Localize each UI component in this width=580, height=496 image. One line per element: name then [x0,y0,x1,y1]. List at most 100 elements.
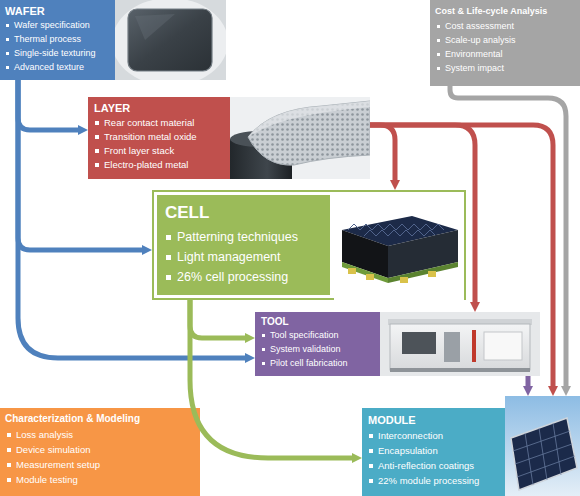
rear-contact [428,271,436,277]
color-panel: MODULEInterconnectionEncapsulationAnti-r… [362,408,505,496]
module-photo [505,396,580,496]
rear-contact [366,274,374,280]
bullet-row: Encapsulation [369,445,438,456]
machine-body [390,324,530,370]
machine-panel [444,332,460,362]
bullet-row: Environmental [437,49,503,60]
bullet-row: Light management [166,250,281,265]
bullet-marker [369,449,373,453]
bullet-text: Encapsulation [378,445,438,456]
color-panel: WAFER Wafer specificationThermal processS… [0,0,115,80]
bullet-marker [6,52,9,55]
wafer-tray [115,0,226,80]
tool-photo [380,312,540,376]
pyramid-texture [348,224,444,236]
cell-illustration [334,194,464,300]
rear-contact [400,277,408,283]
stage-title: LAYER [94,102,130,115]
flow-arrow [370,125,395,180]
bullet-row: Wafer specification [6,20,90,31]
bullet-marker [369,464,373,468]
bullet-row: System impact [437,63,504,74]
layer-stage: LAYER Rear contact materialTransition met… [88,97,370,179]
bullet-text: Patterning techniques [177,230,298,245]
wafer-shape [128,9,212,71]
bullet-text: System validation [270,344,341,355]
bullet-row: Loss analysis [7,429,73,440]
bullet-row: Cost assessment [437,21,514,32]
modeling-box: Characterization & ModelingLoss analysis… [0,408,200,496]
machine-base [390,368,530,372]
machine-window [402,332,436,354]
bullet-text: Pilot cell fabrication [270,358,348,369]
bullet-row: Tool specification [262,330,339,341]
stage-title: MODULE [368,414,416,427]
bullet-text: Light management [177,250,281,265]
stage-title: WAFER [5,5,45,18]
machine-door [484,332,522,360]
bullet-text: 26% cell processing [177,270,288,285]
bullet-row: Patterning techniques [166,230,298,245]
bullet-text: System impact [445,63,504,74]
bullet-marker [6,38,9,41]
bullet-row: Electro-plated metal [95,159,188,170]
foil-sheen [248,101,370,137]
bullet-row: Thermal process [6,34,81,45]
sky-background [505,396,580,496]
rear-layer [388,262,458,283]
layer-photo [230,97,370,179]
bullet-marker [166,255,171,260]
bullet-text: Single-side texturing [14,48,96,59]
bullet-row: Measurement setup [7,459,100,470]
bullet-row: 22% module processing [369,475,479,486]
bullet-row: Pilot cell fabrication [262,358,348,369]
bullet-text: Measurement setup [16,459,100,470]
bullet-marker [95,149,99,153]
bullet-marker [7,448,11,452]
bullet-marker [95,121,99,125]
bullet-row: Advanced texture [6,62,84,73]
photo-background [230,97,370,179]
color-panel: Cost & Life-cycle AnalysisCost assessmen… [430,0,580,86]
bullet-marker [95,163,99,167]
bullet-row: Front layer stack [95,145,174,156]
color-panel: TOOL Tool specificationSystem validationP… [255,312,380,376]
photo-background [380,312,540,376]
bullet-marker [369,479,373,483]
stage-title: TOOL [261,316,289,328]
rear-contact [348,268,356,274]
bullet-text: Front layer stack [104,145,174,156]
module-stage: MODULEInterconnectionEncapsulationAnti-r… [362,396,580,496]
solar-panel [511,418,577,490]
wafer-highlight [135,14,175,40]
bullet-row: System validation [262,344,341,355]
bullet-marker [262,334,265,337]
bullet-marker [437,53,440,56]
machine-stripe [472,330,476,362]
bullet-text: Interconnection [378,430,443,441]
bullet-text: Wafer specification [14,20,90,31]
bullet-text: Environmental [445,49,503,60]
bullet-text: Module testing [16,474,78,485]
bullet-row: Rear contact material [95,117,194,128]
bullet-row: Interconnection [369,430,443,441]
flow-arrow [18,80,78,130]
flow-arrow [190,300,245,338]
bullet-row: 26% cell processing [166,270,288,285]
illustration-background [334,194,464,300]
bullet-marker [95,135,99,139]
bullet-marker [437,39,440,42]
bullet-marker [369,434,373,438]
bullet-text: Rear contact material [104,117,194,128]
tool-stage: TOOL Tool specificationSystem validationP… [255,312,540,376]
color-panel: LAYER Rear contact materialTransition met… [88,97,230,179]
bullet-row: Transition metal oxide [95,131,197,142]
bullet-marker [7,433,11,437]
analysis-box: Cost & Life-cycle AnalysisCost assessmen… [430,0,580,86]
wafer-photo [115,0,226,80]
bullet-text: Cost assessment [445,21,514,32]
bullet-marker [262,362,265,365]
bullet-row: Device simulation [7,444,90,455]
bullet-text: Tool specification [270,330,339,341]
